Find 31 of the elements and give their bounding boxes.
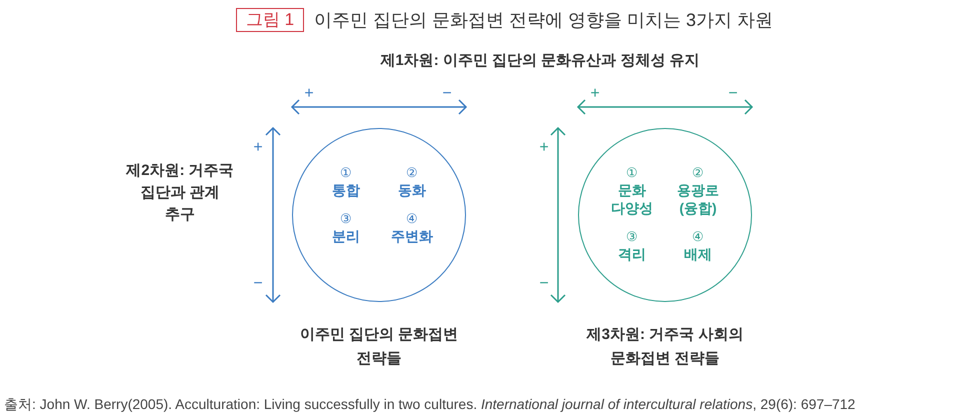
axis-title: 제1차원: 이주민 집단의 문화유산과 정체성 유지 xyxy=(379,51,701,71)
circled-number: ② xyxy=(406,165,418,181)
circled-number: ③ xyxy=(626,229,638,245)
circled-number: ② xyxy=(692,165,704,181)
circle-caption: 이주민 집단의 문화접변 전략들 xyxy=(298,325,460,369)
axis-title: 제2차원: 거주국 집단과 관계 추구 xyxy=(125,161,235,225)
strategy-label: 용광로 (융합) xyxy=(676,181,720,217)
circled-number: ③ xyxy=(340,211,352,227)
circled-number: ① xyxy=(626,165,638,181)
title: 이주민 집단의 문화접변 전략에 영향을 미치는 3가지 차원 xyxy=(314,9,774,32)
figure-number: 그림 1 xyxy=(236,8,304,32)
strategy-label: 격리 xyxy=(618,245,646,263)
axis-sign: − xyxy=(441,86,453,102)
axis-sign: + xyxy=(303,86,315,102)
axis-sign: + xyxy=(538,140,550,156)
circled-number: ④ xyxy=(692,229,704,245)
strategy-label: 주변화 xyxy=(391,227,433,245)
axis-sign: − xyxy=(538,276,550,292)
circled-number: ① xyxy=(340,165,352,181)
strategy-label: 배제 xyxy=(684,245,712,263)
source-note: 출처: John W. Berry(2005). Acculturation: Living successfully in two cultures. International journal of intercultural relations, 29(6): 697–712 xyxy=(4,395,856,414)
strategy-label: 문화 다양성 xyxy=(610,181,654,217)
axis-sign: − xyxy=(727,86,739,102)
circled-number: ④ xyxy=(406,211,418,227)
axis-sign: + xyxy=(252,140,264,156)
strategy-label: 통합 xyxy=(332,181,360,199)
circle-caption: 제3차원: 거주국 사회의 문화접변 전략들 xyxy=(585,325,744,369)
axis-sign: − xyxy=(252,276,264,292)
axis-sign: + xyxy=(589,86,601,102)
strategy-label: 동화 xyxy=(398,181,426,199)
strategy-label: 분리 xyxy=(332,227,360,245)
